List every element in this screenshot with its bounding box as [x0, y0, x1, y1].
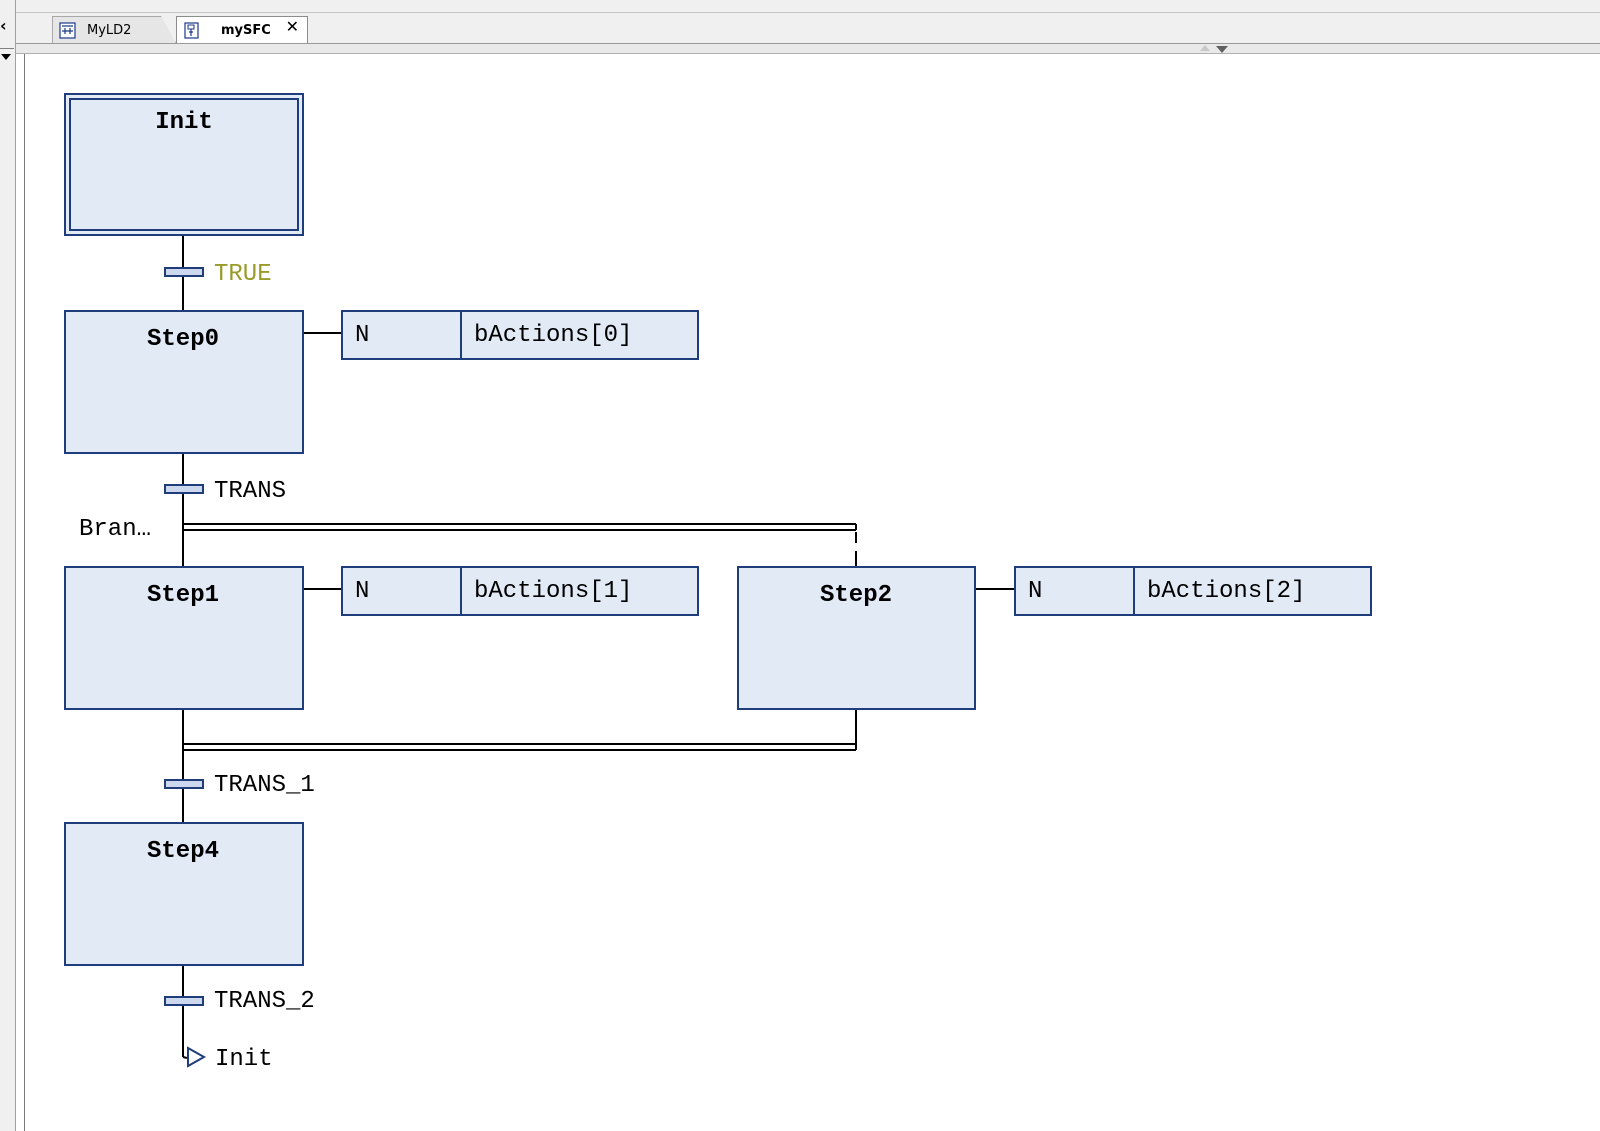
collapse-panel-button[interactable]: ‹ — [0, 16, 7, 35]
collapse-up-icon[interactable] — [1200, 45, 1210, 51]
transition-bar[interactable] — [164, 484, 204, 494]
action-qualifier: N — [355, 322, 369, 349]
step-name[interactable]: Init — [155, 109, 213, 136]
action-qualifier: N — [1028, 578, 1042, 605]
tab-divider — [16, 43, 1600, 44]
sfc-icon — [184, 22, 199, 39]
divider — [0, 48, 14, 49]
transition-label: TRANS_1 — [214, 772, 315, 799]
transition-bar[interactable] — [164, 267, 204, 277]
jump-target: Init — [215, 1046, 273, 1073]
branch-label: Bran… — [79, 516, 151, 543]
action-qualifier: N — [355, 578, 369, 605]
action-block-0[interactable]: N bActions[0] — [341, 310, 699, 360]
jump-arrow-icon — [187, 1046, 207, 1068]
close-tab-icon[interactable]: ✕ — [285, 17, 299, 36]
step-name[interactable]: Step1 — [147, 582, 219, 609]
step-name[interactable]: Step0 — [147, 326, 219, 353]
transition-label: TRUE — [214, 261, 272, 288]
tab-label: mySFC — [221, 23, 271, 38]
dropdown-arrow-icon[interactable] — [1, 54, 11, 60]
step-step1[interactable]: Step1 — [64, 566, 304, 710]
action-name: bActions[1] — [474, 578, 632, 605]
action-name: bActions[0] — [474, 322, 632, 349]
transition-bar[interactable] — [164, 779, 204, 789]
sfc-diagram: TRUE TRANS TRANS_1 TRANS_2 Bran… Init St… — [64, 93, 1372, 1073]
action-name: bActions[2] — [1147, 578, 1305, 605]
tab-label: MyLD2 — [87, 23, 132, 38]
tab-myld2[interactable]: MyLD2 — [52, 16, 176, 43]
transition-bar[interactable] — [164, 996, 204, 1006]
step-init[interactable]: Init — [64, 93, 304, 236]
tab-mysfc[interactable]: mySFC ✕ — [176, 16, 308, 43]
expand-down-icon[interactable] — [1216, 46, 1228, 53]
ld-icon — [59, 22, 76, 39]
step-name[interactable]: Step4 — [147, 838, 219, 865]
step-step4[interactable]: Step4 — [64, 822, 304, 966]
editor-splitter[interactable] — [16, 44, 1600, 54]
step-name[interactable]: Step2 — [820, 582, 892, 609]
toolbar-area — [16, 0, 1600, 12]
sfc-editor-canvas[interactable]: TRUE TRANS TRANS_1 TRANS_2 Bran… Init St… — [24, 54, 1600, 1131]
step-step2[interactable]: Step2 — [737, 566, 976, 710]
step-step0[interactable]: Step0 — [64, 310, 304, 454]
jump-element[interactable]: Init — [187, 1046, 273, 1073]
action-block-2[interactable]: N bActions[2] — [1014, 566, 1372, 616]
left-panel-strip: ‹ — [0, 0, 16, 1131]
action-block-1[interactable]: N bActions[1] — [341, 566, 699, 616]
transition-label: TRANS_2 — [214, 988, 315, 1015]
transition-label: TRANS — [214, 478, 286, 505]
